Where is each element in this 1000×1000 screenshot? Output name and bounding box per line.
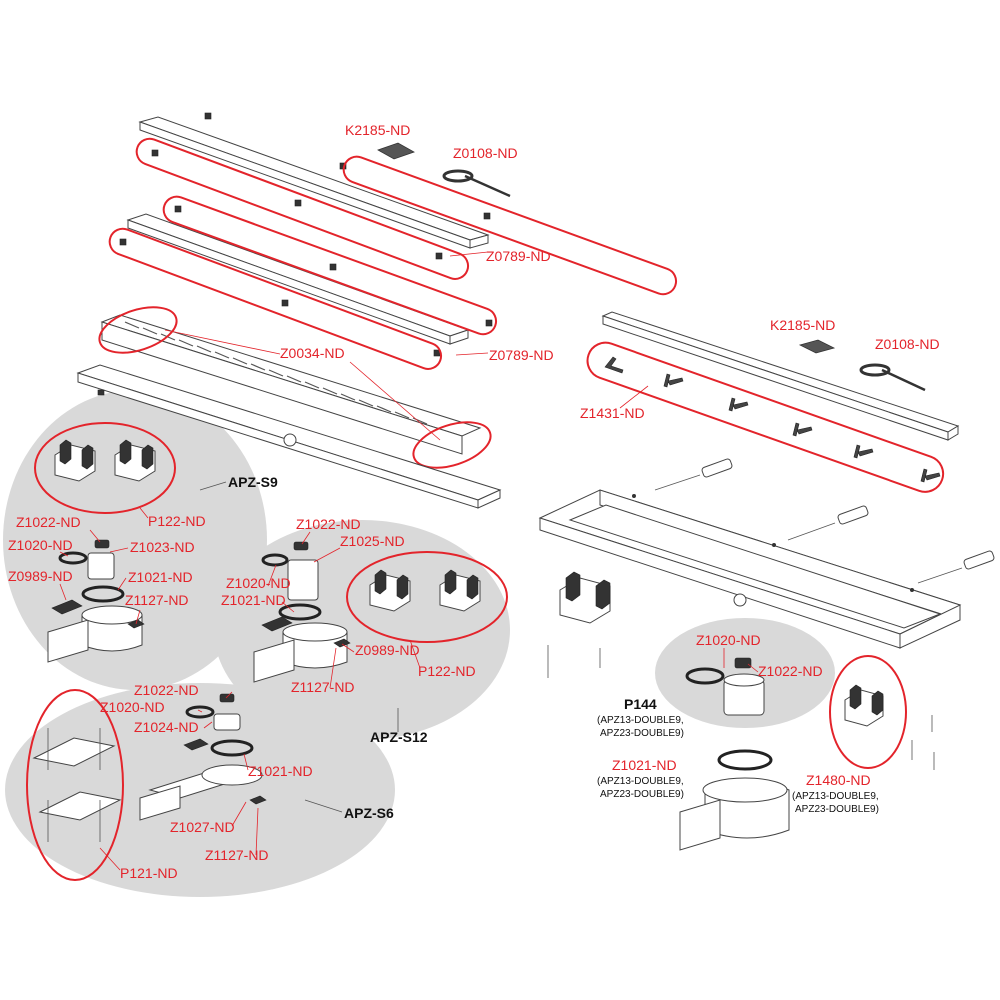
- s9-p122-label: P122-ND: [148, 513, 206, 529]
- s12-z0989-label: Z0989-ND: [355, 642, 420, 658]
- p144-sub1: (APZ13-DOUBLE9,: [597, 715, 684, 726]
- p144-label: P144: [624, 696, 657, 712]
- apz-s12-label: APZ-S12: [370, 729, 428, 745]
- z0108-label-top: Z0108-ND: [453, 145, 518, 161]
- s9-z1022-label: Z1022-ND: [16, 514, 81, 530]
- z1021-sub2: APZ23-DOUBLE9): [600, 789, 684, 800]
- s12-z1022-label: Z1022-ND: [296, 516, 361, 532]
- s12-z1021-label: Z1021-ND: [221, 592, 286, 608]
- apz-s6-parts: [26, 689, 267, 881]
- s9-z1020-label: Z1020-ND: [8, 537, 73, 553]
- z1480-foot-set: [829, 655, 935, 770]
- z0108-label-right: Z0108-ND: [875, 336, 940, 352]
- k2185-label-top: K2185-ND: [345, 122, 410, 138]
- s9-z0989-label: Z0989-ND: [8, 568, 73, 584]
- s6-z1022-label: Z1022-ND: [134, 682, 199, 698]
- s6-z1020-label: Z1020-ND: [100, 699, 165, 715]
- apz-s9-parts: [34, 422, 176, 663]
- s6-p121-label: P121-ND: [120, 865, 178, 881]
- s9-z1127-label: Z1127-ND: [125, 592, 189, 608]
- z1431-label: Z1431-ND: [580, 405, 645, 421]
- s9-z1021-label: Z1021-ND: [128, 569, 193, 585]
- k2185-label-right: K2185-ND: [770, 317, 835, 333]
- right-foot-assembly: [547, 571, 611, 678]
- s6-z1024-label: Z1024-ND: [134, 719, 199, 735]
- s6-z1021-label: Z1021-ND: [248, 763, 313, 779]
- apz-s12-parts: [253, 541, 508, 683]
- slotted-grate: [98, 306, 492, 469]
- s12-z1025-label: Z1025-ND: [340, 533, 405, 549]
- z1480-sub2: APZ23-DOUBLE9): [795, 804, 879, 815]
- z0789-ring-4: [108, 227, 443, 370]
- z1021-sub1: (APZ13-DOUBLE9,: [597, 776, 684, 787]
- z0789-ring-2: [135, 137, 470, 280]
- right-z1021-label: Z1021-ND: [612, 757, 677, 773]
- s6-z1127-label: Z1127-ND: [205, 847, 269, 863]
- z0789-label-b: Z0789-ND: [489, 347, 554, 363]
- z0108-part-top: [442, 169, 511, 198]
- s12-p122-label: P122-ND: [418, 663, 476, 679]
- apz-s6-label: APZ-S6: [344, 805, 394, 821]
- right-siphon-parts: [679, 657, 790, 851]
- left-top-grate-assembly: [108, 112, 678, 370]
- right-top-frame: [601, 311, 960, 441]
- wall-anchors: [654, 458, 995, 584]
- z0034-label: Z0034-ND: [280, 345, 345, 361]
- s9-z1023-label: Z1023-ND: [130, 539, 195, 555]
- z0789-label-a: Z0789-ND: [486, 248, 551, 264]
- z1480-sub1: (APZ13-DOUBLE9,: [792, 791, 879, 802]
- z0789-ring-3: [162, 195, 498, 336]
- s12-z1020-label: Z1020-ND: [226, 575, 291, 591]
- p144-sub2: APZ23-DOUBLE9): [600, 728, 684, 739]
- s6-z1027-label: Z1027-ND: [170, 819, 235, 835]
- s12-z1127-label: Z1127-ND: [291, 679, 355, 695]
- drain-channel-right: [538, 489, 962, 649]
- right-z1022-label: Z1022-ND: [758, 663, 823, 679]
- drain-channel-left: [76, 364, 502, 509]
- z0789-ring-1: [342, 155, 678, 296]
- apz-s9-label: APZ-S9: [228, 474, 278, 490]
- z1480-label: Z1480-ND: [806, 772, 871, 788]
- right-z1020-label: Z1020-ND: [696, 632, 761, 648]
- k2185-part-top: [377, 142, 415, 160]
- z1431-feet: [586, 341, 945, 493]
- right-siphon-group-bg: [655, 618, 835, 728]
